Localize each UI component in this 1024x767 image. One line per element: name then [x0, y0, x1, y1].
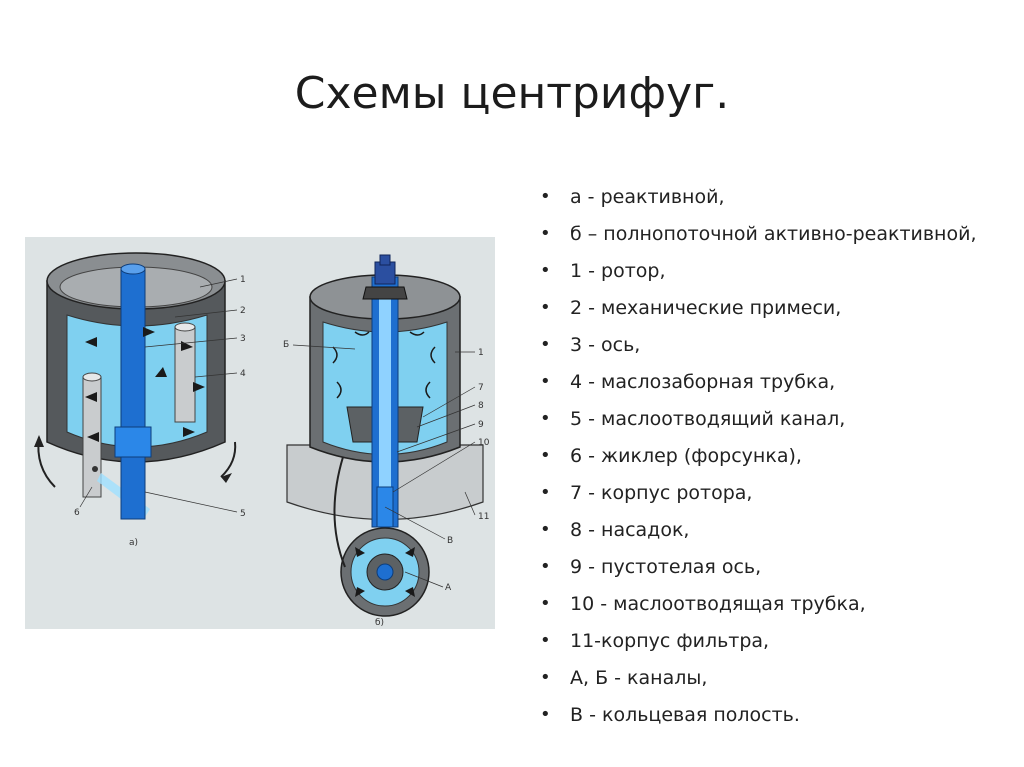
legend-item: а - реактивной, [540, 184, 1010, 210]
label-b-B: Б [283, 340, 289, 350]
legend-item: 4 - маслозаборная трубка, [540, 369, 1010, 395]
slide-title: Схемы центрифуг. [294, 68, 730, 119]
legend-item: 2 - механические примеси, [540, 295, 1010, 321]
label-b-10: 10 [478, 438, 490, 448]
axis-a [120, 268, 146, 520]
legend-item: 11-корпус фильтра, [540, 628, 1010, 654]
legend-list: а - реактивной, б – полнопоточной активн… [540, 184, 1010, 739]
label-a-1: 1 [240, 275, 246, 285]
label-b-11: 11 [478, 512, 489, 522]
legend-item: 6 - жиклер (форсунка), [540, 443, 1010, 469]
caption-a: а) [129, 538, 138, 548]
centrifuge-b [286, 254, 484, 617]
flow-arrows-b [332, 331, 436, 399]
legend-item: А, Б - каналы, [540, 665, 1010, 691]
centrifuge-a [34, 252, 238, 520]
label-b-8: 8 [478, 401, 484, 411]
oil-intake-tube [174, 326, 196, 423]
legend-item: 1 - ротор, [540, 258, 1010, 284]
legend-item: 7 - корпус ротора, [540, 480, 1010, 506]
legend-item: В - кольцевая полость. [540, 702, 1010, 728]
label-b-A: А [445, 583, 452, 593]
label-a-2: 2 [240, 306, 246, 316]
legend-item: 3 - ось, [540, 332, 1010, 358]
caption-b: б) [375, 618, 384, 628]
legend-item: б – полнопоточной активно-реактивной, [540, 221, 1010, 247]
drain-channel-a [114, 426, 152, 458]
flow-arrows-a [85, 327, 205, 442]
legend-item: 9 - пустотелая ось, [540, 554, 1010, 580]
legend-item: 5 - маслоотводящий канал, [540, 406, 1010, 432]
label-b-7: 7 [478, 383, 484, 393]
legend-item: 8 - насадок, [540, 517, 1010, 543]
label-b-9: 9 [478, 420, 484, 430]
label-b-V: В [447, 536, 453, 546]
label-a-3: 3 [240, 334, 246, 344]
legend-item: 10 - маслоотводящая трубка, [540, 591, 1010, 617]
label-a-6: 6 [74, 508, 80, 518]
label-a-5: 5 [240, 509, 246, 519]
label-a-4: 4 [240, 369, 246, 379]
label-b-1: 1 [478, 348, 484, 358]
centrifuge-diagram: 1 2 3 4 5 6 а) Б 1 7 8 9 10 11 В А б) [25, 237, 495, 629]
